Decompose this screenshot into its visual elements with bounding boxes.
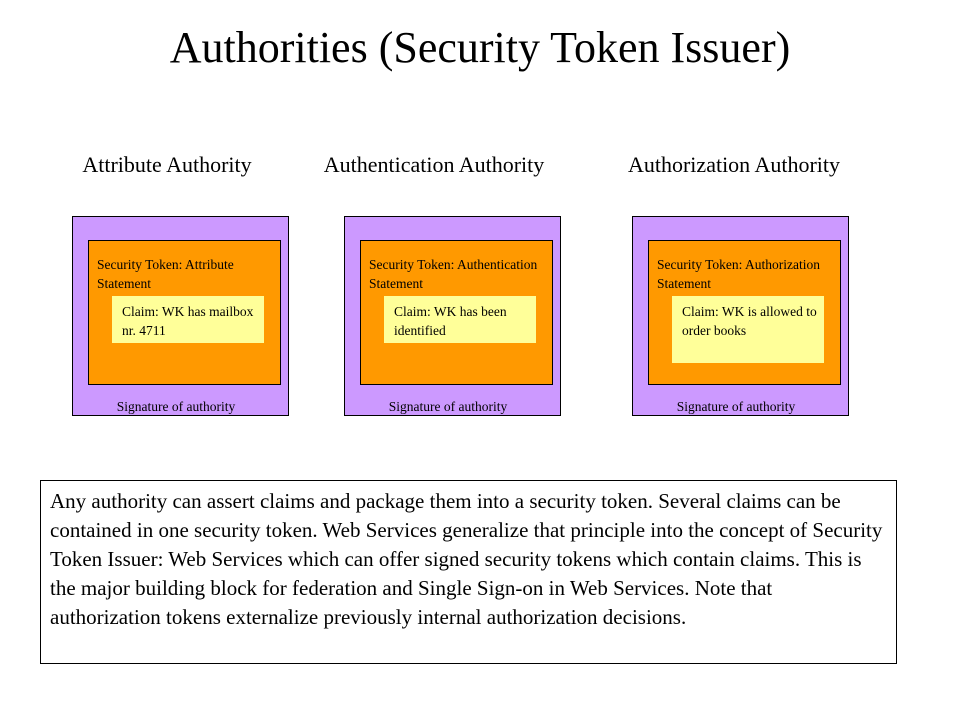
description-text-box: Any authority can assert claims and pack… bbox=[40, 480, 897, 664]
authorization-signature: Signature of authority bbox=[676, 399, 796, 414]
authorization-claim-box: Claim: WK is allowed to order books bbox=[672, 296, 824, 363]
authentication-claim-box: Claim: WK has been identified bbox=[384, 296, 536, 343]
page-title: Authorities (Security Token Issuer) bbox=[169, 23, 791, 72]
attribute-authority-label: Attribute Authority bbox=[82, 152, 252, 177]
attribute-token-statement: Security Token: Attribute Statement bbox=[97, 257, 234, 291]
authentication-claim-text: Claim: WK has been identified bbox=[394, 304, 507, 338]
attribute-claim-text: Claim: WK has mailbox nr. 4711 bbox=[122, 304, 254, 338]
authentication-token-statement: Security Token: Authentication Statement bbox=[369, 257, 538, 291]
attribute-claim-box: Claim: WK has mailbox nr. 4711 bbox=[112, 296, 264, 343]
authentication-signature: Signature of authority bbox=[388, 399, 508, 414]
authentication-authority-label: Authentication Authority bbox=[323, 152, 545, 177]
authorization-authority-label: Authorization Authority bbox=[627, 152, 841, 177]
attribute-signature: Signature of authority bbox=[116, 399, 236, 414]
authorization-claim-text: Claim: WK is allowed to order books bbox=[682, 304, 817, 338]
authorization-token-statement: Security Token: Authorization Statement bbox=[657, 257, 821, 291]
